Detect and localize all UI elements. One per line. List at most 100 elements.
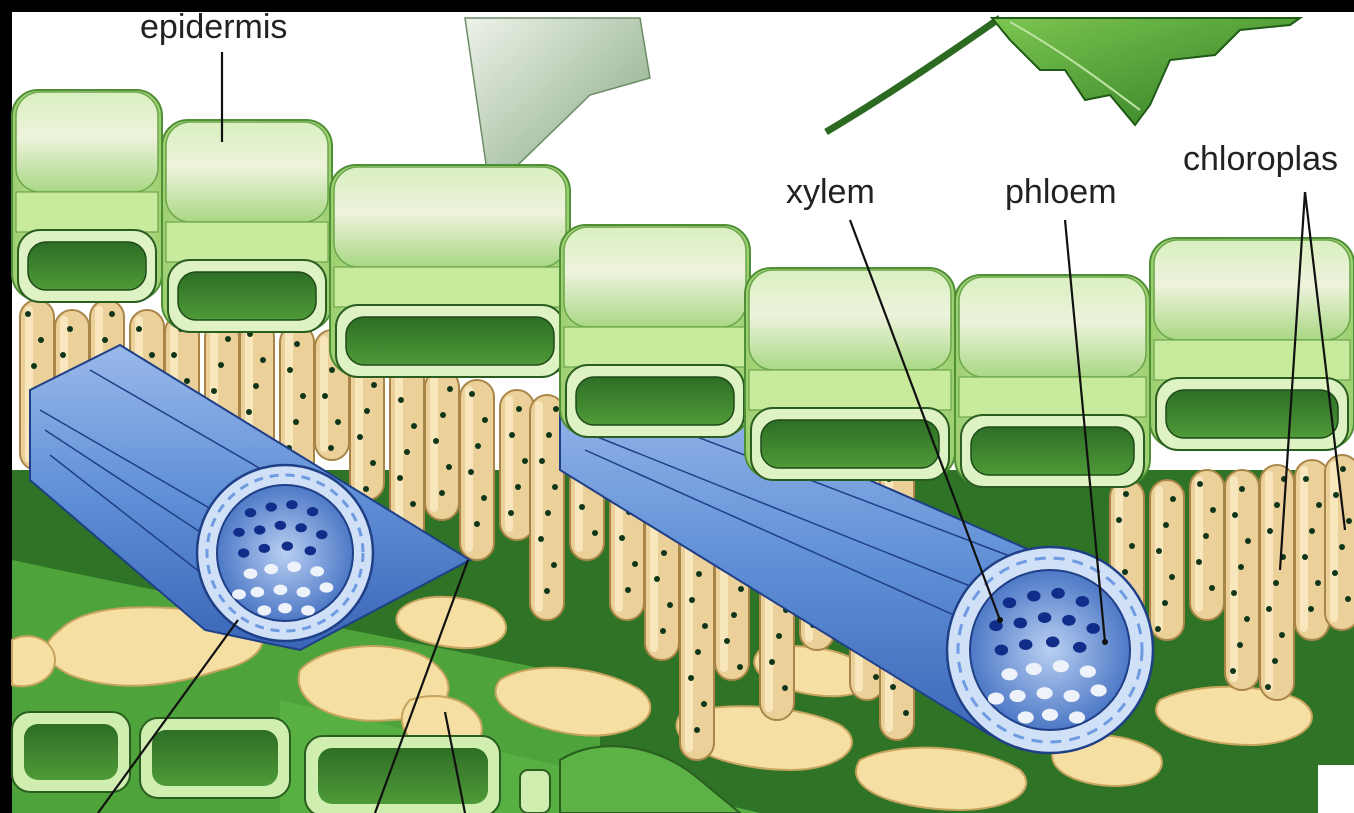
chloroplast-dot bbox=[1279, 632, 1285, 638]
chloroplast-dot bbox=[873, 674, 879, 680]
chloroplast-dot bbox=[1333, 492, 1339, 498]
chloroplast-dot bbox=[538, 536, 544, 542]
chloroplast-dot bbox=[689, 597, 695, 603]
chloroplast-dot bbox=[481, 495, 487, 501]
phloem-tube bbox=[1069, 711, 1085, 723]
chloroplast-dot bbox=[322, 393, 328, 399]
chloroplast-dot bbox=[149, 352, 155, 358]
xylem-vessel bbox=[259, 544, 271, 553]
chloroplast-dot bbox=[136, 326, 142, 332]
chloroplast-dot bbox=[38, 337, 44, 343]
chloroplast-dot bbox=[439, 490, 445, 496]
chloroplast-dot bbox=[738, 586, 744, 592]
chloroplast-dot bbox=[475, 443, 481, 449]
phloem-tube bbox=[244, 569, 258, 579]
chloroplast-dot bbox=[335, 419, 341, 425]
phloem-tube bbox=[310, 566, 324, 576]
chloroplast-dot bbox=[619, 535, 625, 541]
phloem-tube bbox=[1037, 687, 1053, 699]
label-chloroplast: chloroplas bbox=[1183, 140, 1338, 178]
chloroplast-dot bbox=[1210, 507, 1216, 513]
chloroplast-dot bbox=[1116, 517, 1122, 523]
chloroplast-dot bbox=[702, 623, 708, 629]
chloroplast-dot bbox=[1239, 486, 1245, 492]
chloroplast-dot bbox=[1209, 585, 1215, 591]
chloroplast-dot bbox=[60, 352, 66, 358]
chloroplast-dot bbox=[404, 449, 410, 455]
chloroplast-dot bbox=[660, 628, 666, 634]
chloroplast-dot bbox=[1122, 569, 1128, 575]
palisade-cell bbox=[1225, 470, 1259, 690]
chloroplast-dot bbox=[1244, 616, 1250, 622]
chloroplast-dot bbox=[370, 460, 376, 466]
xylem-vessel bbox=[265, 502, 277, 511]
xylem-vessel bbox=[286, 500, 298, 509]
chloroplast-dot bbox=[1170, 496, 1176, 502]
xylem-vessel bbox=[1027, 591, 1041, 602]
chloroplast-dot bbox=[1129, 543, 1135, 549]
chloroplast-dot bbox=[539, 458, 545, 464]
chloroplast-dot bbox=[109, 311, 115, 317]
chloroplast-dot bbox=[1340, 466, 1346, 472]
phloem-tube bbox=[320, 582, 334, 592]
chloroplast-dot bbox=[1346, 518, 1352, 524]
palisade-cell bbox=[1295, 460, 1329, 640]
xylem-vessel bbox=[1014, 618, 1028, 629]
palisade-cell bbox=[1150, 480, 1184, 640]
phloem-tube bbox=[1091, 684, 1107, 696]
xylem-vessel bbox=[305, 546, 317, 555]
xylem-vessel bbox=[1051, 588, 1065, 599]
chloroplast-dot bbox=[516, 406, 522, 412]
chloroplast-dot bbox=[171, 352, 177, 358]
chloroplast-dot bbox=[688, 675, 694, 681]
phloem-tube bbox=[287, 562, 301, 572]
chloroplast-dot bbox=[1302, 554, 1308, 560]
chloroplast-chamber bbox=[1166, 390, 1338, 438]
chloroplast-dot bbox=[474, 521, 480, 527]
xylem-vessel bbox=[316, 530, 328, 539]
chloroplast-dot bbox=[1237, 642, 1243, 648]
phloem-tube bbox=[1064, 690, 1080, 702]
chloroplast-dot bbox=[695, 649, 701, 655]
chloroplast-dot bbox=[1197, 481, 1203, 487]
label-phloem: phloem bbox=[1005, 173, 1117, 211]
chloroplast-dot bbox=[782, 685, 788, 691]
chloroplast-dot bbox=[1266, 606, 1272, 612]
chloroplast-dot bbox=[246, 409, 252, 415]
chloroplast-dot bbox=[357, 434, 363, 440]
xylem-vessel bbox=[1073, 642, 1087, 653]
chloroplast-dot bbox=[579, 504, 585, 510]
chloroplast-dot bbox=[1238, 564, 1244, 570]
phloem-tube bbox=[1026, 663, 1042, 675]
chloroplast-dot bbox=[1267, 528, 1273, 534]
chloroplast-dot bbox=[1272, 658, 1278, 664]
chloroplast-dot bbox=[545, 510, 551, 516]
phloem-tube bbox=[257, 605, 271, 615]
chloroplast-dot bbox=[1316, 502, 1322, 508]
chloroplast-dot bbox=[667, 602, 673, 608]
phloem-tube bbox=[1001, 668, 1017, 680]
xylem-vessel bbox=[1046, 637, 1060, 648]
chloroplast-dot bbox=[776, 633, 782, 639]
palisade-cell bbox=[1260, 465, 1294, 700]
chloroplast-dot bbox=[890, 684, 896, 690]
chloroplast-chamber bbox=[971, 427, 1134, 475]
chloroplast-dot bbox=[1232, 512, 1238, 518]
chloroplast-dot bbox=[1163, 522, 1169, 528]
chloroplast-chamber bbox=[178, 272, 316, 320]
chloroplast-dot bbox=[1315, 580, 1321, 586]
chloroplast-dot bbox=[211, 388, 217, 394]
chloroplast-dot bbox=[509, 432, 515, 438]
xylem-vessel bbox=[1076, 596, 1090, 607]
epidermis-cell bbox=[955, 275, 1150, 487]
chloroplast-dot bbox=[1230, 668, 1236, 674]
chloroplast-dot bbox=[329, 367, 335, 373]
chloroplast-dot bbox=[328, 445, 334, 451]
chloroplast-chamber bbox=[761, 420, 939, 468]
xylem-vessel bbox=[307, 507, 319, 516]
chloroplast-dot bbox=[696, 571, 702, 577]
chloroplast-chamber bbox=[28, 242, 146, 290]
chloroplast-dot bbox=[1273, 580, 1279, 586]
chloroplast-dot bbox=[293, 419, 299, 425]
chloroplast-dot bbox=[397, 475, 403, 481]
